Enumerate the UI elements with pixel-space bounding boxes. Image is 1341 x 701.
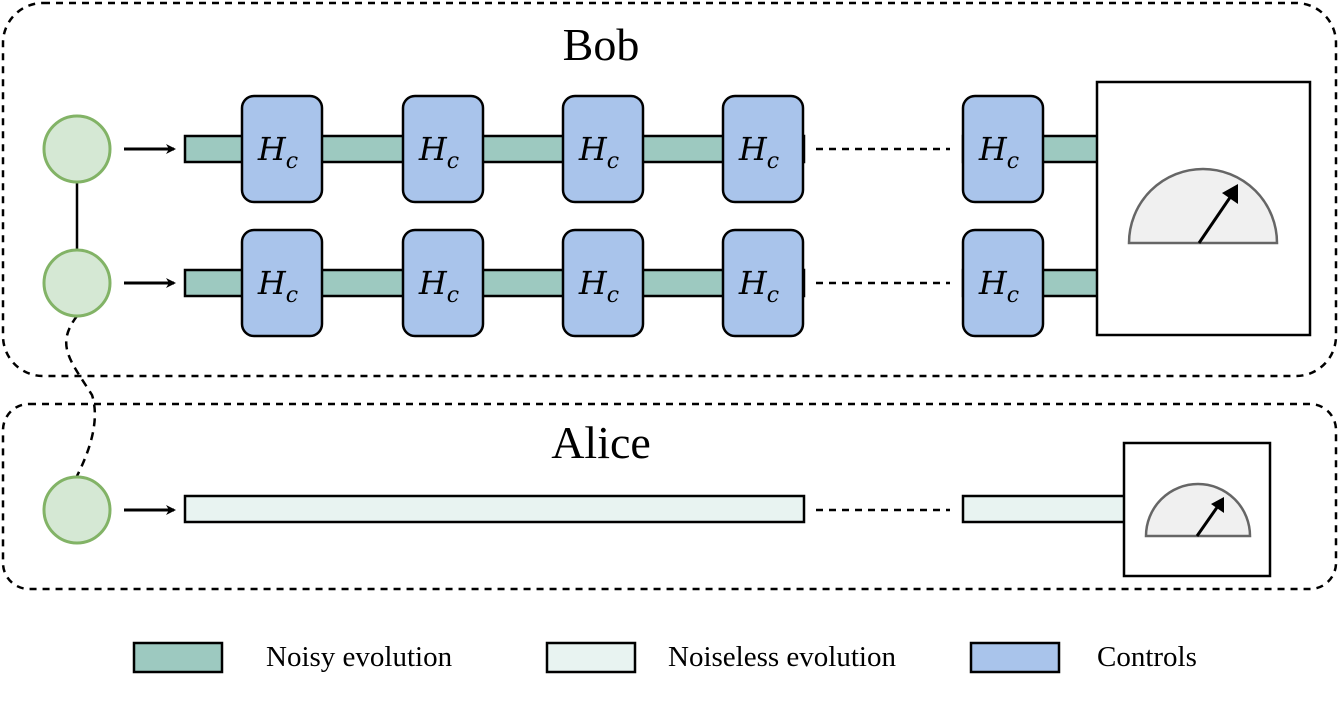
control-gate-label: Hc bbox=[738, 264, 779, 308]
bob-title: Bob bbox=[563, 19, 640, 70]
bob-qubit-1 bbox=[42, 114, 112, 184]
control-gate-label: Hc bbox=[418, 130, 459, 174]
control-gate: Hc bbox=[561, 228, 645, 338]
control-gate-label: Hc bbox=[978, 130, 1019, 174]
control-gate: Hc bbox=[961, 228, 1045, 338]
control-gate-box bbox=[401, 228, 485, 338]
legend-controls-label: Controls bbox=[1097, 641, 1197, 673]
control-gate-box bbox=[961, 228, 1045, 338]
meter-icon bbox=[1144, 482, 1252, 538]
alice-title: Alice bbox=[551, 417, 651, 468]
control-gate-box bbox=[401, 94, 485, 204]
legend-controls-swatch bbox=[969, 641, 1061, 674]
noiseless-evolution-bar bbox=[961, 494, 1127, 524]
control-gate-box bbox=[561, 228, 645, 338]
alice-qubit bbox=[42, 475, 112, 545]
control-gate-box bbox=[721, 228, 805, 338]
control-gate-label: Hc bbox=[257, 264, 298, 308]
control-gate-label: Hc bbox=[738, 130, 779, 174]
control-gate: Hc bbox=[401, 228, 485, 338]
legend: Noisy evolution Noiseless evolution Cont… bbox=[132, 641, 1197, 674]
alice-group-box bbox=[1, 402, 1338, 591]
control-gate-label: Hc bbox=[257, 130, 298, 174]
legend-noiseless-swatch bbox=[545, 641, 637, 674]
control-gate-box bbox=[961, 94, 1045, 204]
control-gate-label: Hc bbox=[578, 130, 619, 174]
control-gate-label: Hc bbox=[978, 264, 1019, 308]
control-gate-box bbox=[561, 94, 645, 204]
control-gate: Hc bbox=[561, 94, 645, 204]
legend-noisy-swatch bbox=[132, 641, 224, 674]
control-gate: Hc bbox=[721, 94, 805, 204]
control-gate: Hc bbox=[401, 94, 485, 204]
noiseless-evolution-bar bbox=[183, 494, 806, 524]
meter-icon bbox=[1127, 167, 1279, 245]
alice-measurement-box bbox=[1122, 441, 1272, 578]
control-gate-label: Hc bbox=[418, 264, 459, 308]
legend-noiseless-label: Noiseless evolution bbox=[668, 641, 896, 673]
bob-qubit-2 bbox=[42, 248, 112, 318]
control-gate: Hc bbox=[961, 94, 1045, 204]
control-gate: Hc bbox=[721, 228, 805, 338]
bob-alice-entanglement-link bbox=[65, 315, 97, 477]
control-gate-box bbox=[240, 94, 324, 204]
bob-group-box bbox=[1, 1, 1338, 378]
control-gate: Hc bbox=[240, 228, 324, 338]
control-gate: Hc bbox=[240, 94, 324, 204]
control-gate-label: Hc bbox=[578, 264, 619, 308]
legend-noisy-label: Noisy evolution bbox=[266, 641, 453, 673]
control-gate-box bbox=[240, 228, 324, 338]
control-gate-box bbox=[721, 94, 805, 204]
